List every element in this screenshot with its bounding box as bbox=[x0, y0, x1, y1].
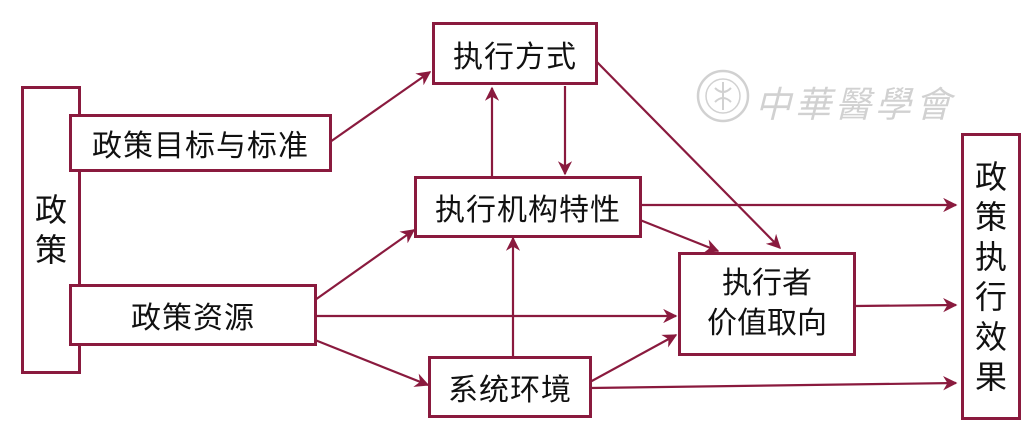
goal-label: 政策目标与标准 bbox=[92, 129, 309, 164]
agency-label: 执行机构特性 bbox=[435, 193, 621, 228]
effect-char: 执 bbox=[974, 237, 1007, 276]
resource-label: 政策资源 bbox=[131, 301, 255, 336]
resource-box: 政策资源 bbox=[69, 284, 317, 346]
emblem-icon bbox=[696, 69, 750, 123]
environment-label: 系统环境 bbox=[448, 373, 572, 408]
arrow-goal-to-method bbox=[329, 71, 432, 143]
effect-char: 行 bbox=[974, 277, 1007, 316]
method-box: 执行方式 bbox=[432, 22, 598, 85]
arrow-environment-to-effect bbox=[589, 376, 958, 391]
effect-char: 策 bbox=[974, 197, 1007, 236]
effect-char: 政 bbox=[974, 157, 1007, 196]
environment-box: 系统环境 bbox=[428, 356, 592, 418]
effect-box: 政 策 执 行 效 果 bbox=[961, 133, 1021, 420]
arrow-method-to-executor bbox=[594, 59, 782, 250]
arrow-executor-to-effect bbox=[854, 297, 958, 313]
arrow-environment-to-executor bbox=[589, 334, 678, 383]
effect-char: 果 bbox=[974, 357, 1007, 396]
method-label: 执行方式 bbox=[453, 39, 577, 75]
policy-char: 策 bbox=[34, 231, 67, 269]
watermark: 中華醫學會 bbox=[695, 68, 995, 128]
arrow-resource-to-agency bbox=[314, 229, 416, 301]
policy-char: 政 bbox=[34, 191, 67, 229]
arrow-resource-to-environment bbox=[314, 338, 430, 387]
watermark-text: 中華醫學會 bbox=[755, 85, 956, 126]
goal-box: 政策目标与标准 bbox=[69, 114, 332, 172]
executor-box: 执行者 价值取向 bbox=[678, 252, 856, 356]
executor-label-line2: 价值取向 bbox=[707, 306, 827, 341]
effect-char: 效 bbox=[974, 317, 1007, 356]
arrow-agency-to-executor bbox=[639, 218, 720, 253]
agency-box: 执行机构特性 bbox=[414, 176, 642, 238]
executor-label-line1: 执行者 bbox=[722, 266, 812, 301]
